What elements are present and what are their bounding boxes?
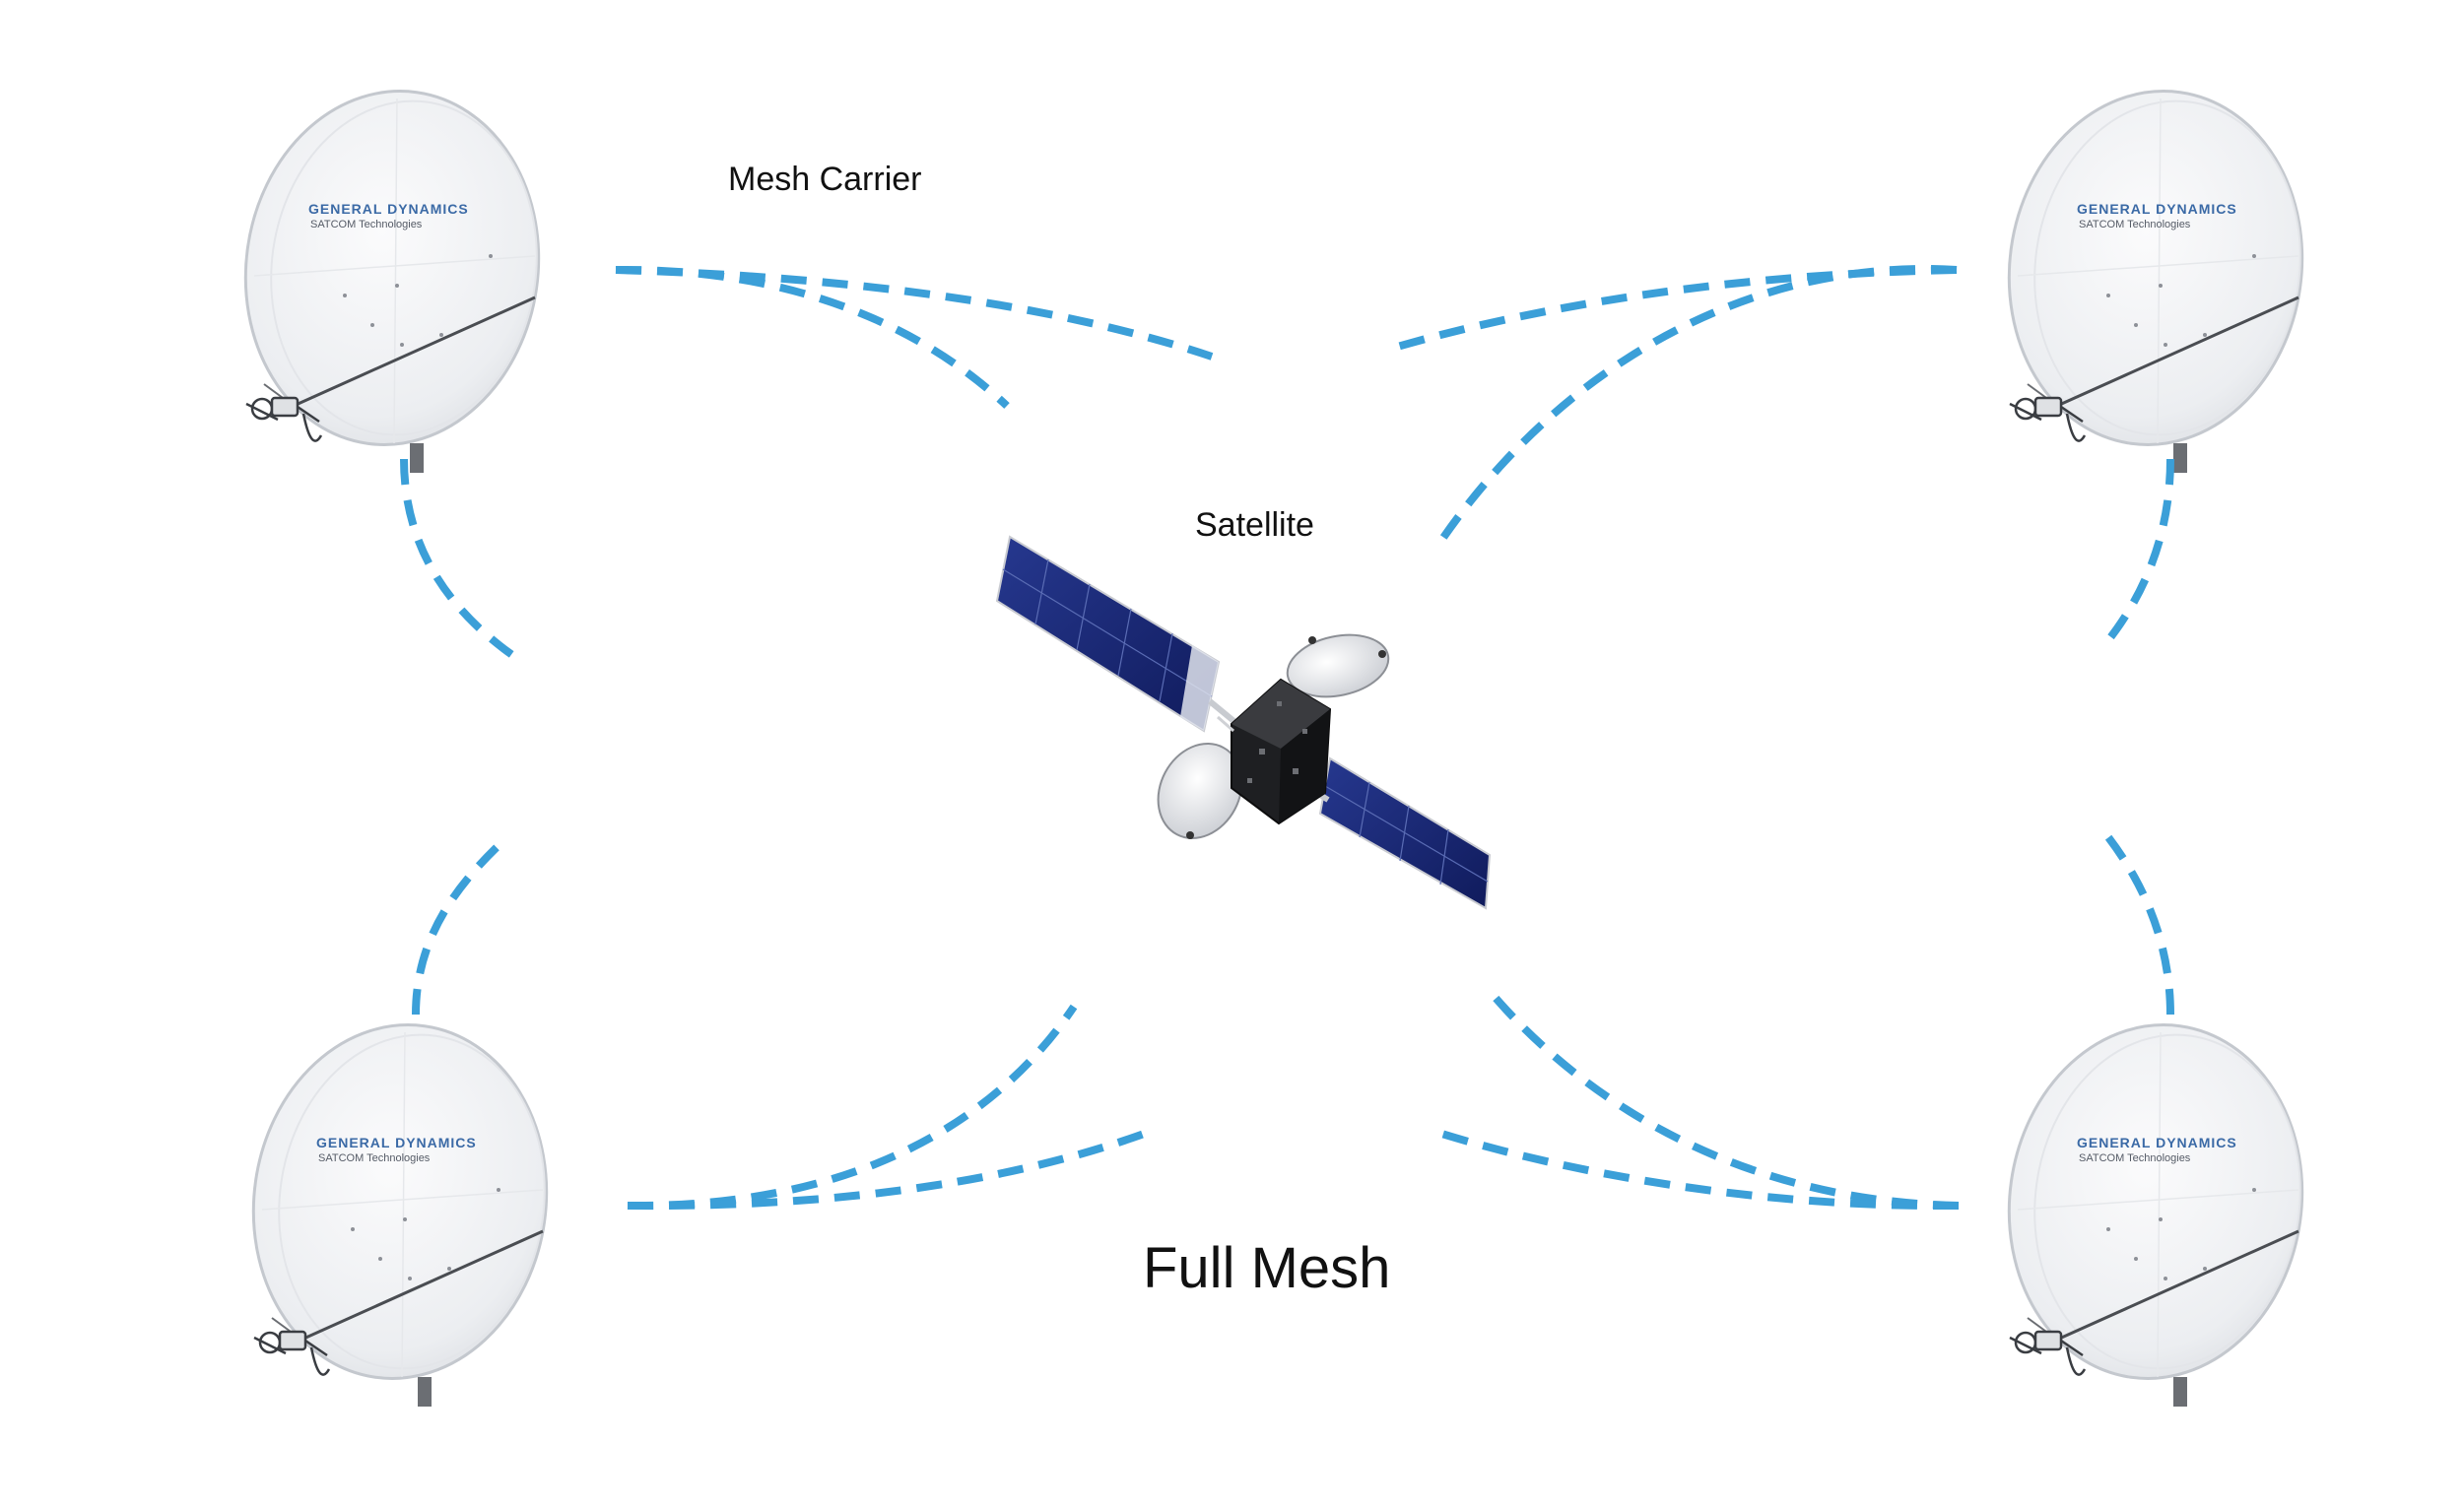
antenna-top-right: GENERAL DYNAMICS SATCOM Technologies — [1984, 70, 2327, 475]
link-tl-to-tr — [615, 266, 1214, 361]
satellite-dish-icon — [1984, 1004, 2327, 1409]
link-bl-to-br — [627, 1129, 1149, 1211]
antenna-bottom-right: GENERAL DYNAMICS SATCOM Technologies — [1984, 1004, 2327, 1409]
link-br-to-sat — [1491, 994, 1960, 1210]
diagram-title: Full Mesh — [1143, 1236, 1390, 1300]
reflector-top — [1286, 633, 1390, 698]
link-tl-to-bl — [400, 458, 515, 659]
link-br-to-tr — [2104, 834, 2174, 1016]
link-bl-to-tl — [412, 834, 510, 1016]
satellite-dish-icon — [221, 70, 564, 475]
antenna-brand-sub: SATCOM Technologies — [2079, 1152, 2191, 1164]
link-tr-to-sat — [1432, 265, 1958, 551]
link-tl-to-sat — [615, 265, 1010, 409]
antenna-brand-sub: SATCOM Technologies — [2079, 219, 2191, 230]
antenna-brand: GENERAL DYNAMICS — [316, 1135, 477, 1150]
antenna-bottom-left: GENERAL DYNAMICS SATCOM Technologies — [229, 1004, 571, 1409]
satellite-dish-icon — [1984, 70, 2327, 475]
satellite-icon — [995, 535, 1492, 910]
antenna-brand: GENERAL DYNAMICS — [308, 201, 469, 217]
link-tr-to-tl — [1385, 266, 1958, 354]
antenna-brand-sub: SATCOM Technologies — [310, 219, 423, 230]
mesh-links — [400, 265, 2174, 1211]
antenna-brand: GENERAL DYNAMICS — [2077, 201, 2237, 217]
link-bl-to-sat — [627, 1004, 1078, 1211]
solar-panel-left — [995, 535, 1221, 733]
antenna-top-left: GENERAL DYNAMICS SATCOM Technologies — [221, 70, 564, 475]
antenna-brand-sub: SATCOM Technologies — [318, 1152, 431, 1164]
satellite-dish-icon — [229, 1004, 571, 1409]
reflector-bottom — [1157, 743, 1243, 839]
link-br-to-bl — [1436, 1129, 1960, 1211]
satellite-body — [1217, 678, 1332, 825]
solar-panel-right — [1318, 756, 1492, 910]
mesh-carrier-label: Mesh Carrier — [728, 161, 921, 198]
antenna-brand: GENERAL DYNAMICS — [2077, 1135, 2237, 1150]
link-tr-to-br — [2104, 458, 2174, 643]
satellite-label: Satellite — [1195, 506, 1314, 544]
